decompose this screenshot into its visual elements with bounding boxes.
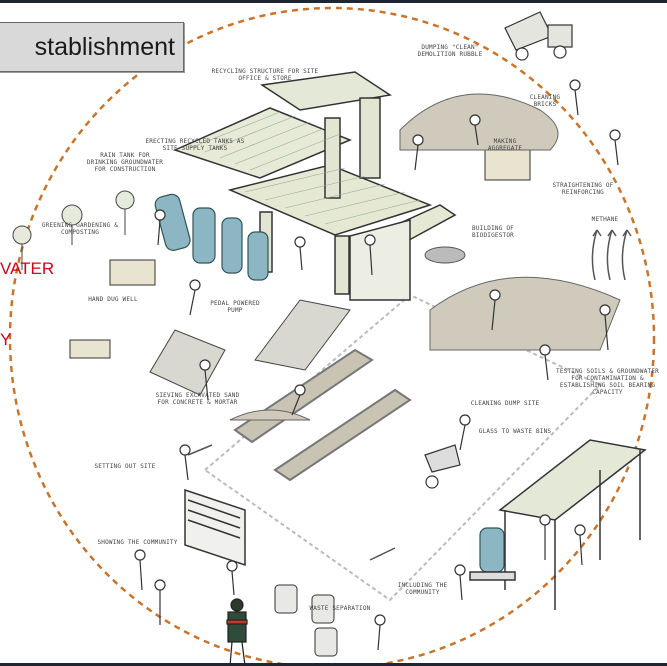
trees [12,190,135,270]
label-biodigester: BUILDING OF BIODIGESTOR [472,225,514,239]
section-title-box: stablishment [0,22,184,72]
label-erecting: ERECTING RECYCLED TANKS AS SITE SUPPLY T… [145,138,245,152]
fragment-water-label: VATER [0,259,55,278]
site-boundary-circle [8,6,656,666]
label-recycling: RECYCLING STRUCTURE FOR SITE OFFICE & ST… [211,68,319,82]
biodigester [424,246,466,264]
label-hand-dug-well: HAND DUG WELL [88,296,138,303]
section-title: stablishment [34,32,175,61]
roof-hatching [189,111,421,225]
water-tanks [154,193,505,573]
highlighted-person [226,598,248,666]
label-cleaning-dump: CLEANING DUMP SITE [470,400,540,407]
label-making-aggregate: MAKING AGGREGATE [487,138,523,152]
label-methane: METHANE [591,216,619,223]
setting-out-posts [187,444,396,561]
community-signboard [184,488,246,567]
fragment-y-label: Y [0,330,12,349]
top-frame-bar [0,0,667,3]
site-outline [204,293,602,602]
label-including: INCLUDING THE COMMUNITY [397,582,448,596]
label-waste-separation: WASTE SEPARATION [309,605,371,612]
wheelbarrow [424,444,461,489]
label-showing: SHOWING THE COMMUNITY [97,539,178,546]
label-testing-soils: TESTING SOILS & GROUNDWATER FOR CONTAMIN… [556,368,659,396]
dump-truck [504,11,573,61]
label-pedal-pump: PEDAL POWERED PUMP [210,300,260,314]
label-dumping: DUMPING "CLEAN" DEMOLITION RUBBLE [417,44,483,58]
label-cleaning-bricks: CLEANING BRICKS [529,94,561,108]
methane-arrows [591,229,632,281]
label-greening: GREENING GARDENING & COMPOSTING [41,222,119,236]
people [134,79,621,651]
label-setting-out: SETTING OUT SITE [94,463,156,470]
label-sieving: SIEVING EXCAVATED SAND FOR CONCRETE & MO… [155,392,240,406]
label-glass: GLASS TO WASTE BINS [478,428,552,435]
bottom-frame-bar [0,663,667,666]
crates [69,149,531,359]
shelter [469,439,647,610]
label-rain-tank: RAIN TANK FOR DRINKING GROUNDWATER FOR C… [86,152,164,173]
recycling-structure [172,71,457,301]
label-straightening: STRAIGHTENING OF REINFORCING [552,182,614,196]
waste-bins [274,584,338,657]
